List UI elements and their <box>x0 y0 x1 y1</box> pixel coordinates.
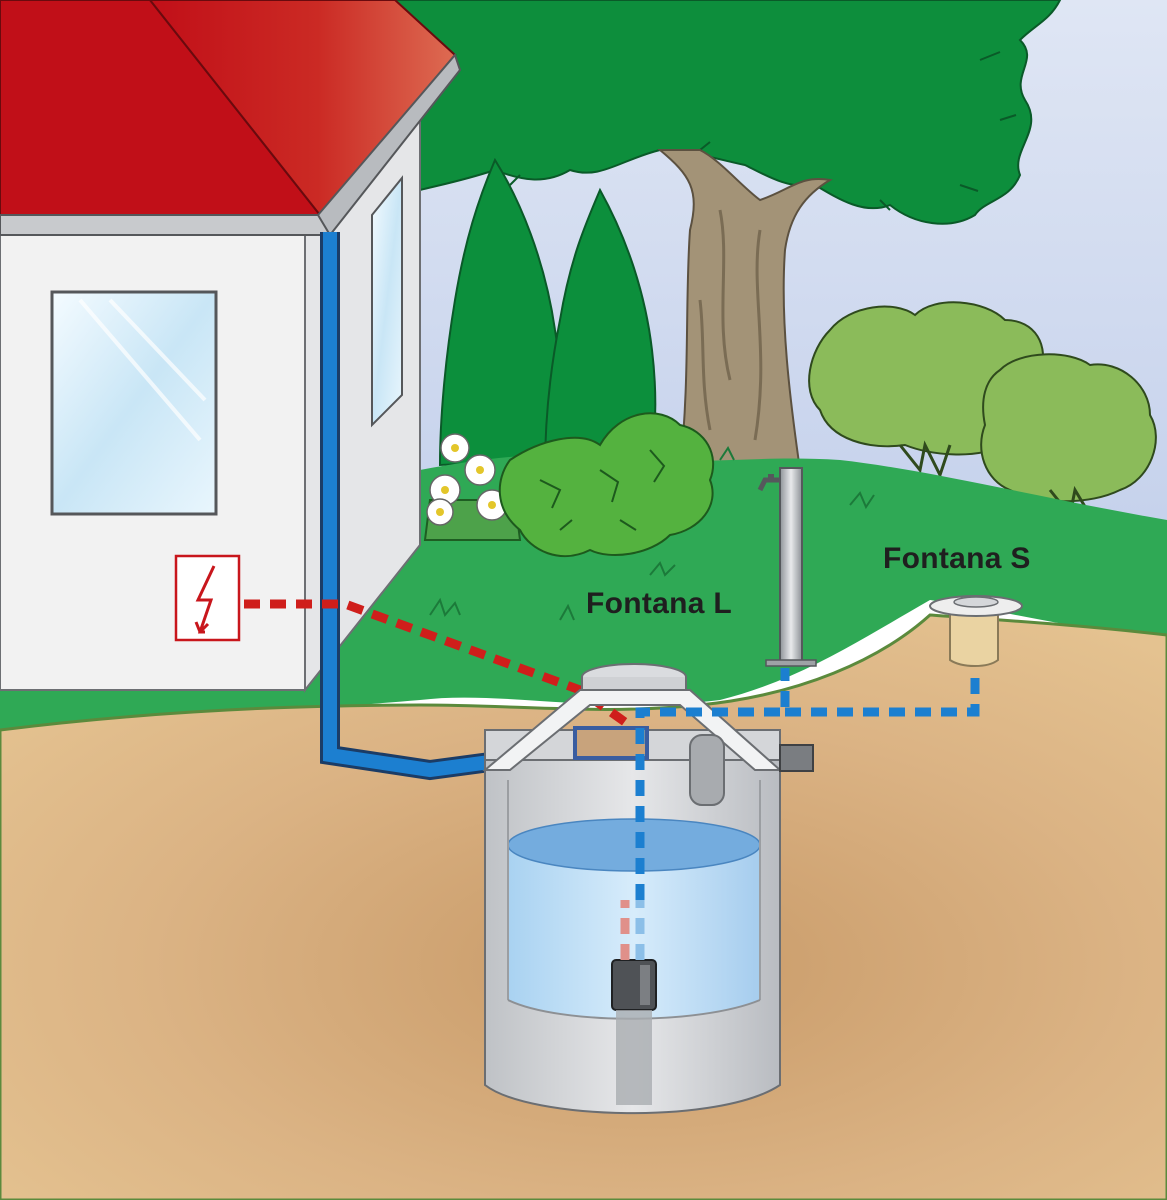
leafy-shrub <box>498 412 715 558</box>
fontana-s-outlet <box>929 595 1023 667</box>
gutter-side <box>316 53 462 237</box>
high-voltage-icon <box>174 554 241 642</box>
overflow-pipe <box>779 744 814 772</box>
grass-tufts <box>429 446 875 621</box>
fontana-s-label: Fontana S <box>883 542 1031 575</box>
tree-trunk <box>657 149 833 471</box>
fontana-l-label: Fontana L <box>586 587 733 620</box>
fontana-l-post <box>757 467 817 667</box>
house-front-window <box>50 290 218 516</box>
window-glare <box>78 298 207 442</box>
submersible-pump <box>611 959 657 1105</box>
house-side-window <box>371 175 403 428</box>
inlet-filter <box>689 734 725 806</box>
canopy-details <box>509 51 1017 211</box>
rainwater-tank <box>482 663 814 1115</box>
tap-icon <box>757 474 780 492</box>
pipe-fittings <box>573 726 649 760</box>
shrub-leaves <box>539 449 666 531</box>
water-surface <box>507 818 761 872</box>
gutter-front <box>0 214 331 236</box>
bush-front <box>980 353 1157 503</box>
trunk-bark <box>698 209 763 441</box>
water-supply-line <box>635 668 980 900</box>
